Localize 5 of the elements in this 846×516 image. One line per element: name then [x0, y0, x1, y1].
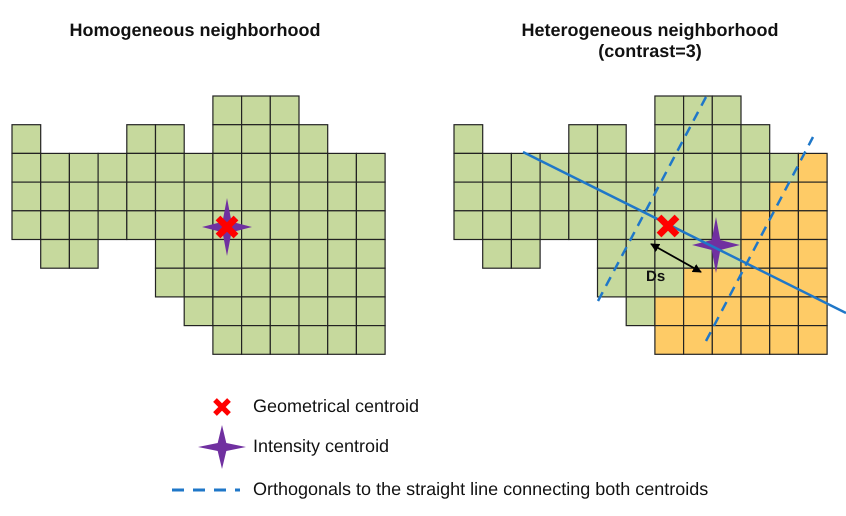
legend-label: Orthogonals to the straight line connecting both centroids — [253, 479, 708, 500]
panel-title: Homogeneous neighborhood — [68, 20, 322, 41]
legend-label: Geometrical centroid — [253, 396, 420, 417]
panel-title: Heterogeneous neighborhood (contrast=3) — [520, 20, 780, 62]
legend-label: Intensity centroid — [253, 436, 390, 457]
